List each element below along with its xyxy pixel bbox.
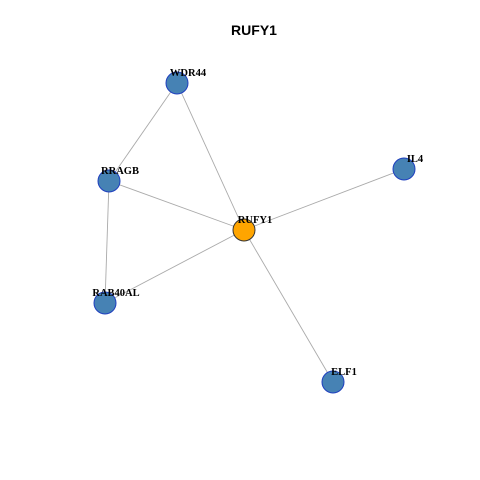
nodes-layer [93,71,416,394]
node-wdr44[interactable] [165,71,189,95]
node-label-rab40al: RAB40AL [92,288,139,299]
edge-il4-rufy1 [243,168,405,231]
edge-wdr44-rragb [108,82,178,182]
node-label-rufy1: RUFY1 [238,215,272,226]
edges-layer [104,82,405,383]
node-elf1[interactable] [321,370,345,394]
node-rufy1[interactable] [232,218,256,242]
edge-rufy1-rab40al [104,229,245,304]
edge-rragb-rufy1 [108,180,245,231]
edge-wdr44-rufy1 [176,82,245,231]
node-rab40al[interactable] [93,291,117,315]
edge-rragb-rab40al [104,180,110,304]
node-label-il4: IL4 [407,154,424,165]
node-label-wdr44: WDR44 [170,68,207,79]
node-il4[interactable] [392,157,416,181]
node-label-elf1: ELF1 [331,367,357,378]
node-rragb[interactable] [97,169,121,193]
node-label-rragb: RRAGB [101,166,139,177]
diagram-title: RUFY1 [231,22,277,38]
edge-rufy1-elf1 [243,229,334,383]
